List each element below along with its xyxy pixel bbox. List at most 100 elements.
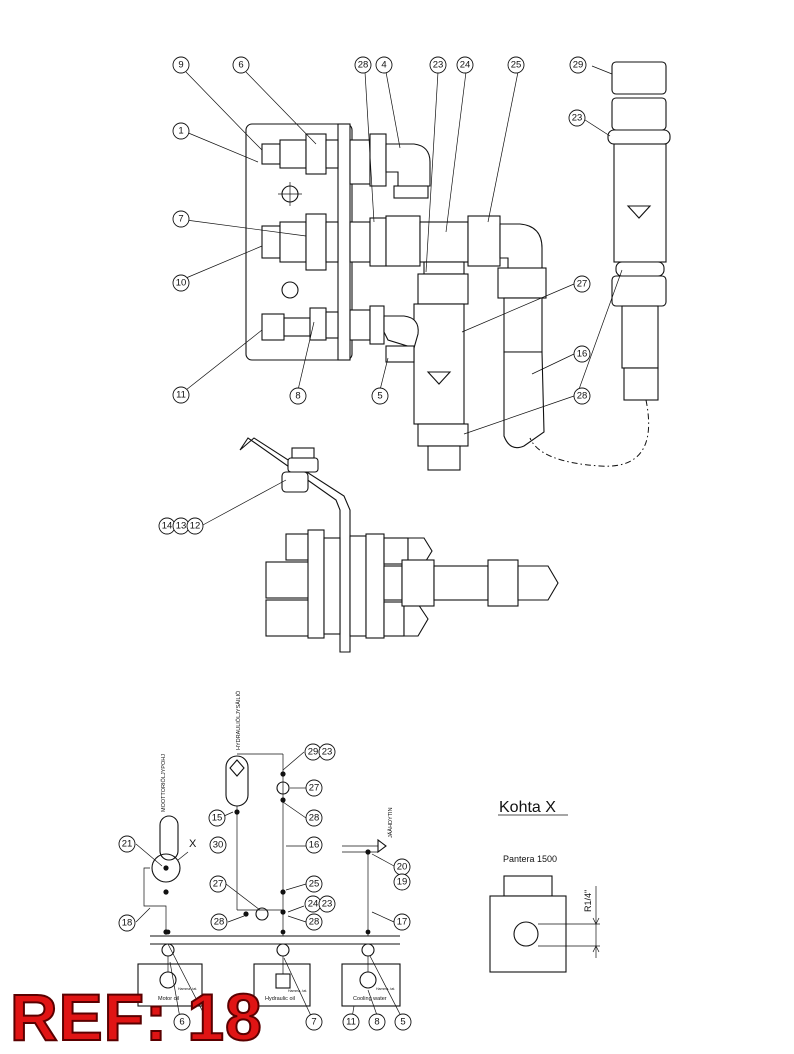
hydraulic-oil-box-label: Hydraulic oil <box>265 996 295 1002</box>
svg-text:16: 16 <box>309 840 320 851</box>
callout-8-schematic: 8 <box>368 1013 386 1031</box>
callout-29: 29 <box>569 56 587 74</box>
svg-text:21: 21 <box>122 839 133 850</box>
callout-28-schematic-b: 28 <box>210 913 228 931</box>
callout-28-bottom: 28 <box>573 387 591 405</box>
manifold-assembly-top <box>245 61 671 471</box>
svg-text:7: 7 <box>178 214 183 225</box>
svg-text:28: 28 <box>214 917 225 928</box>
svg-text:6: 6 <box>179 1017 184 1028</box>
svg-text:30: 30 <box>213 840 224 851</box>
svg-text:28: 28 <box>309 813 320 824</box>
detail-x-title: Kohta X <box>499 799 556 816</box>
svg-text:24: 24 <box>308 899 319 910</box>
svg-text:24: 24 <box>460 60 471 71</box>
callout-16-schematic: 16 <box>305 836 323 854</box>
svg-text:11: 11 <box>176 390 186 401</box>
callout-6: 6 <box>232 56 250 74</box>
callout-19-schematic: 19 <box>393 873 411 891</box>
callout-21-schematic: 21 <box>118 835 136 853</box>
svg-text:23: 23 <box>572 113 583 124</box>
svg-text:28: 28 <box>358 60 369 71</box>
callout-4: 4 <box>375 56 393 74</box>
svg-text:5: 5 <box>377 391 382 402</box>
callout-20-schematic: 20 <box>393 858 411 876</box>
callout-7-schematic: 7 <box>305 1013 323 1031</box>
callout-7-top: 7 <box>172 210 190 228</box>
detail-x-view <box>489 814 600 973</box>
callout-5-schematic: 5 <box>394 1013 412 1031</box>
svg-text:4: 4 <box>381 60 386 71</box>
callout-28-schematic-c: 28 <box>305 913 323 931</box>
svg-text:7: 7 <box>311 1017 316 1028</box>
callout-8-top: 8 <box>289 387 307 405</box>
cooling-water-box-label: Cooling water <box>353 996 387 1002</box>
callout-25-schematic: 25 <box>305 875 323 893</box>
detail-x-subtitle: Pantera 1500 <box>503 854 557 864</box>
svg-text:28: 28 <box>309 917 320 928</box>
svg-text:1: 1 <box>178 126 183 137</box>
box-small-text-1: Hamma- tat. <box>178 987 197 991</box>
thread-size-label: R1/4" <box>583 890 593 912</box>
hydraulic-schematic <box>137 753 401 1007</box>
svg-text:25: 25 <box>511 60 522 71</box>
svg-text:28: 28 <box>577 391 588 402</box>
callout-17-schematic: 17 <box>393 913 411 931</box>
svg-text:20: 20 <box>397 862 408 873</box>
hydraulic-tank-label: HYDRAULIÖLJYSÄILIÖ <box>235 690 242 750</box>
svg-text:15: 15 <box>212 813 223 824</box>
svg-text:5: 5 <box>400 1017 405 1028</box>
svg-text:12: 12 <box>190 521 201 532</box>
svg-text:23: 23 <box>433 60 444 71</box>
callout-9: 9 <box>172 56 190 74</box>
svg-text:10: 10 <box>176 278 187 289</box>
callout-12: 12 <box>186 517 204 535</box>
svg-text:8: 8 <box>374 1017 379 1028</box>
svg-text:16: 16 <box>577 349 588 360</box>
side-view-assembly <box>239 437 559 653</box>
box-small-text-3: Hamma- tat. <box>376 987 395 991</box>
callout-1: 1 <box>172 122 190 140</box>
svg-text:27: 27 <box>213 879 224 890</box>
callout-30-schematic: 30 <box>209 836 227 854</box>
svg-text:27: 27 <box>309 783 320 794</box>
leader-lines <box>135 65 623 1019</box>
callout-23-top: 23 <box>429 56 447 74</box>
callout-27-schematic-b: 27 <box>209 875 227 893</box>
svg-text:29: 29 <box>308 747 319 758</box>
callout-15-schematic: 15 <box>208 809 226 827</box>
callout-18-schematic: 18 <box>118 914 136 932</box>
svg-text:23: 23 <box>322 899 333 910</box>
svg-text:8: 8 <box>295 391 300 402</box>
callout-25: 25 <box>507 56 525 74</box>
callout-5-top: 5 <box>371 387 389 405</box>
svg-text:9: 9 <box>178 60 183 71</box>
callout-11-top: 11 <box>172 386 190 404</box>
svg-text:23: 23 <box>322 747 333 758</box>
svg-text:19: 19 <box>397 877 408 888</box>
x-marker: X <box>189 838 197 850</box>
callout-28-schematic-a: 28 <box>305 809 323 827</box>
svg-text:13: 13 <box>176 521 187 532</box>
svg-text:18: 18 <box>122 918 133 929</box>
ref-stamp: REF: 18 <box>9 980 263 1054</box>
svg-text:6: 6 <box>238 60 243 71</box>
callout-16-top: 16 <box>573 345 591 363</box>
callout-6-schematic: 6 <box>173 1013 191 1031</box>
callout-27-top: 27 <box>573 275 591 293</box>
callout-24: 24 <box>456 56 474 74</box>
callout-23-right: 23 <box>568 109 586 127</box>
callout-11-schematic: 11 <box>342 1013 360 1031</box>
svg-text:11: 11 <box>346 1017 356 1028</box>
callout-23-schematic: 23 <box>318 743 336 761</box>
motor-oil-box-label: Motor oil <box>158 996 179 1002</box>
callout-10: 10 <box>172 274 190 292</box>
box-small-text-2: Hamma- tat. <box>288 989 307 993</box>
svg-text:27: 27 <box>577 279 588 290</box>
callout-28-top: 28 <box>354 56 372 74</box>
coolant-label: JÄÄHDYTIN <box>387 807 394 838</box>
svg-text:17: 17 <box>397 917 408 928</box>
callout-23-schematic-b: 23 <box>318 895 336 913</box>
callout-27-schematic-a: 27 <box>305 779 323 797</box>
